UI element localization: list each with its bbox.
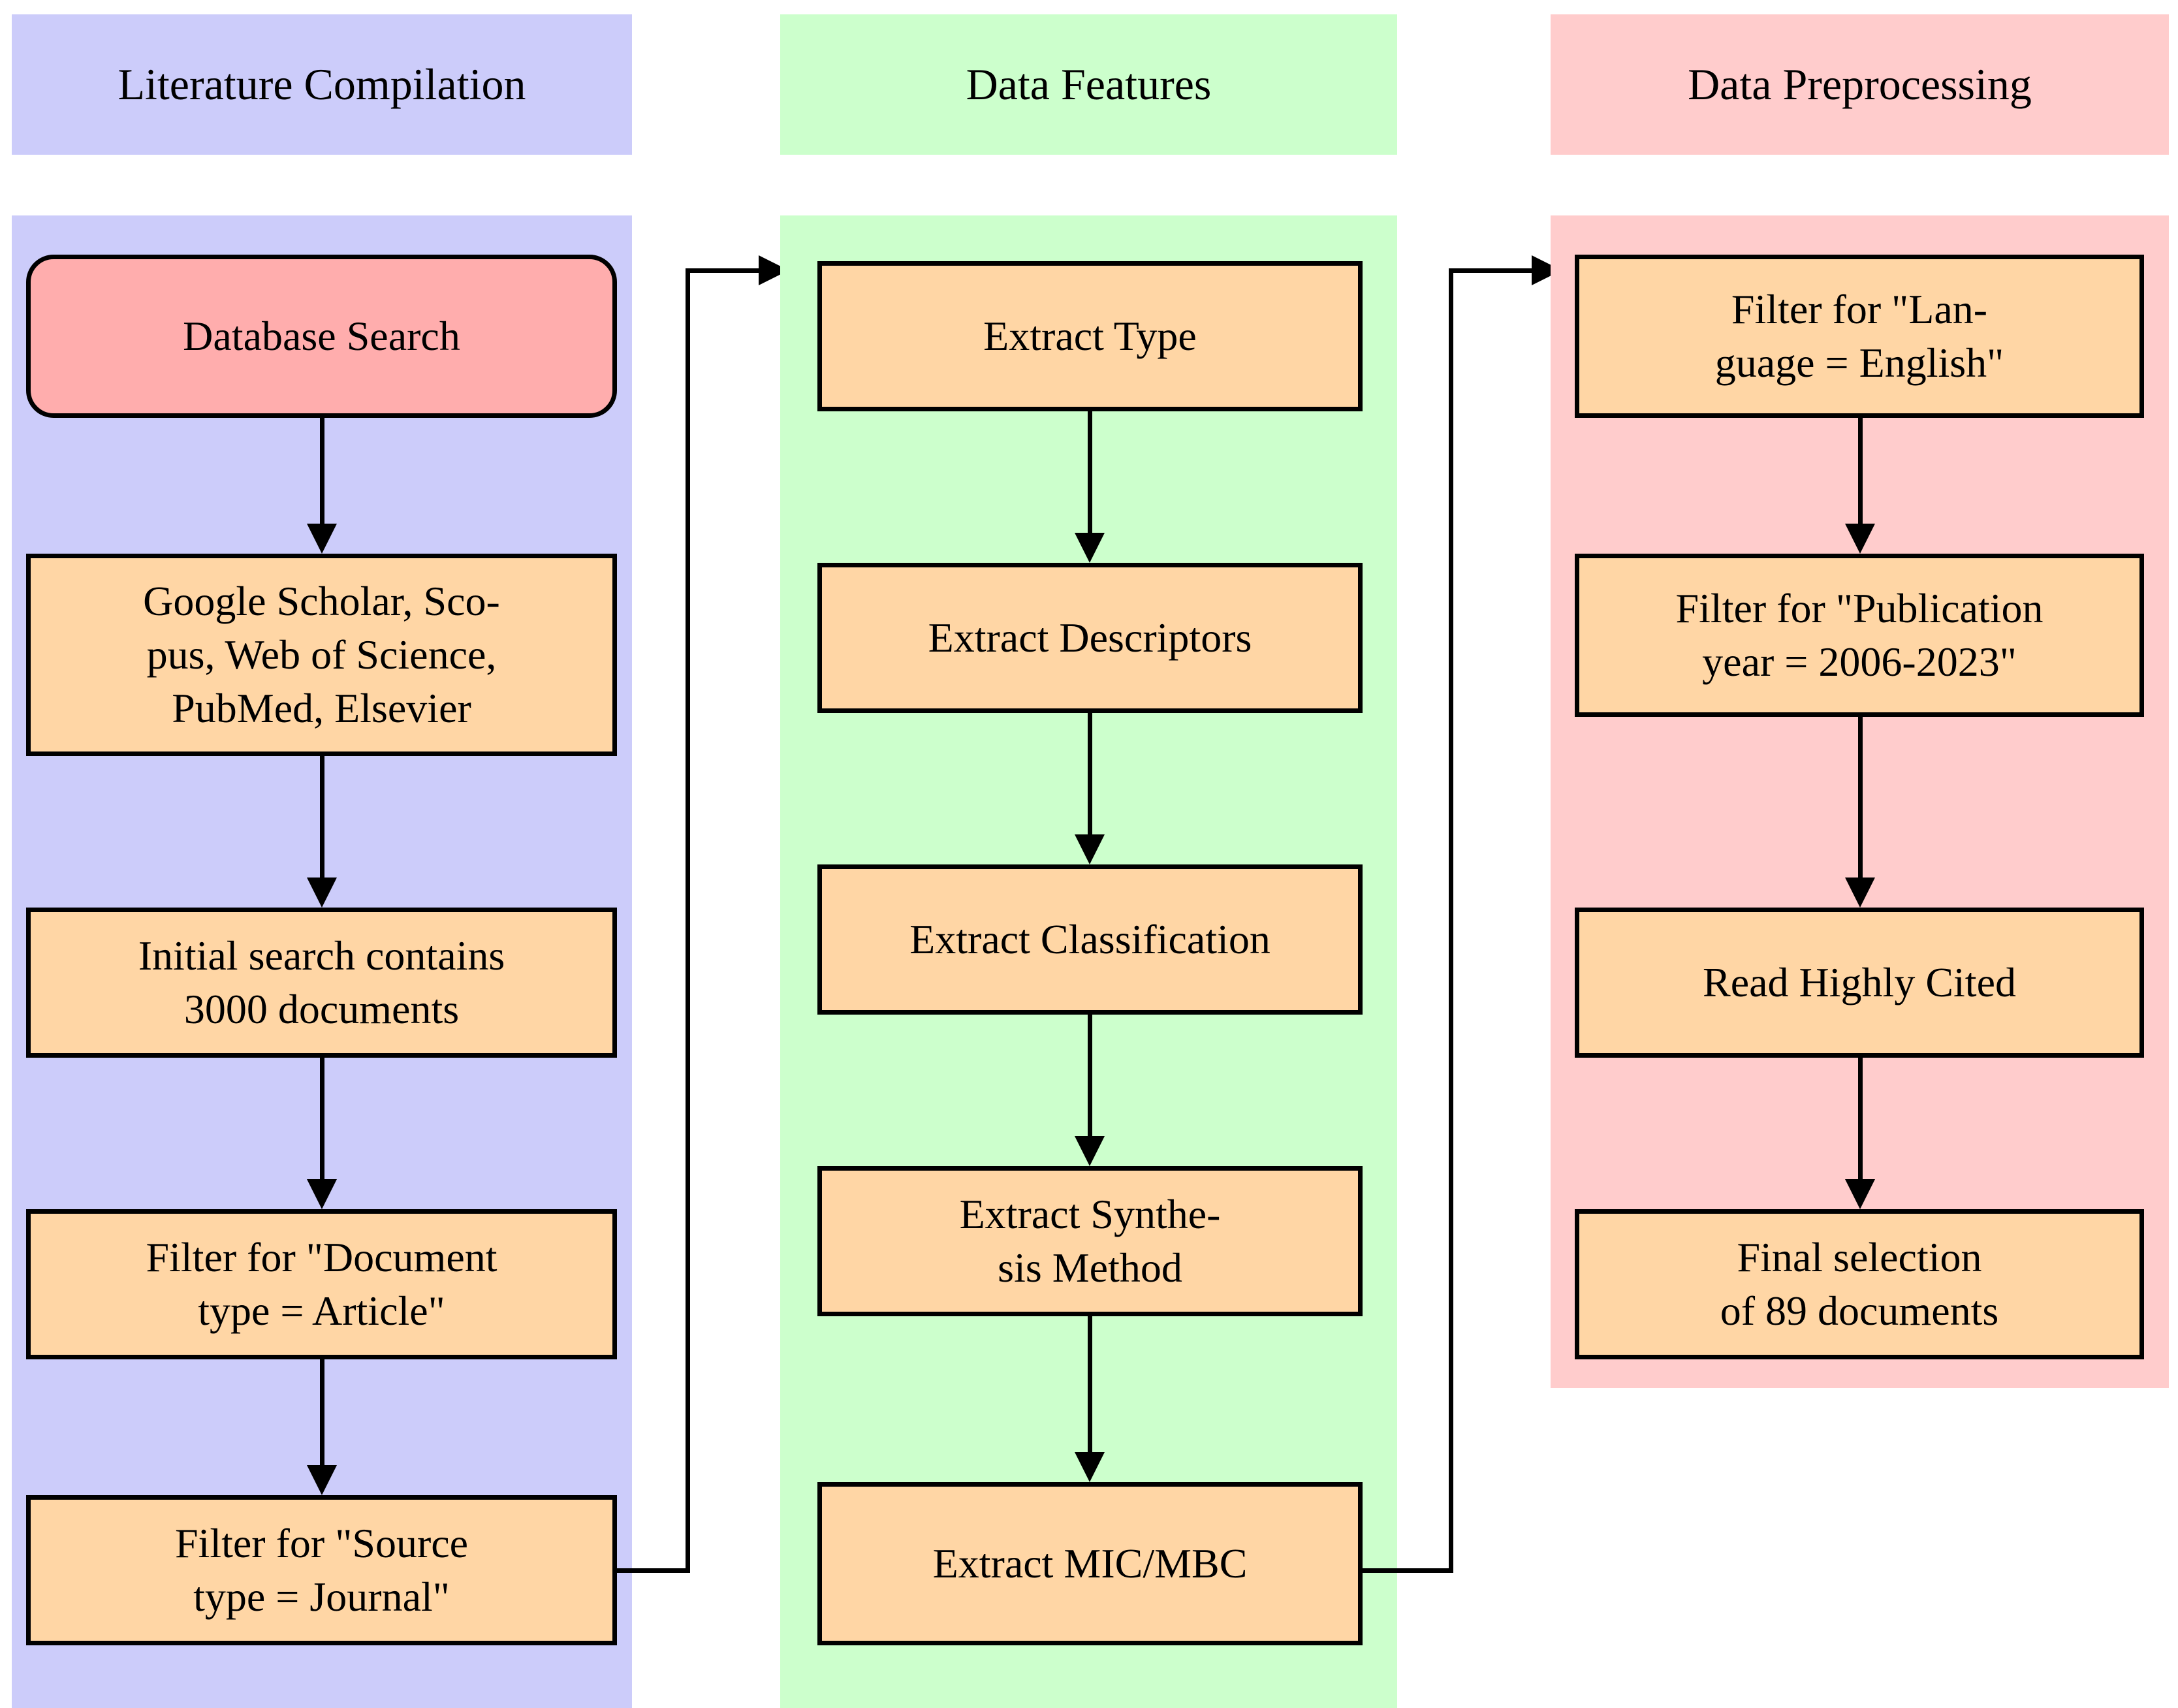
column-header-label: Literature Compilation	[118, 59, 526, 110]
node-label: Filter for "Lan- guage = English"	[1714, 286, 2004, 386]
node-label: Google Scholar, Sco- pus, Web of Science…	[143, 578, 500, 731]
node-label: Filter for "Source type = Journal"	[174, 1520, 469, 1620]
edge-e3-line	[320, 1058, 324, 1186]
node-filter-document-type[interactable]: Filter for "Document type = Article"	[26, 1209, 617, 1359]
edge-e6-line	[1088, 411, 1092, 539]
node-label: Initial search contains 3000 documents	[138, 932, 505, 1032]
edge-e7-arrowhead	[1075, 834, 1105, 864]
node-read-highly-cited[interactable]: Read Highly Cited	[1575, 908, 2144, 1058]
node-database-search[interactable]: Database Search	[26, 255, 617, 418]
node-label: Extract Classification	[909, 916, 1270, 963]
node-extract-descriptors[interactable]: Extract Descriptors	[817, 563, 1363, 713]
edge-e13-arrowhead	[1845, 1179, 1875, 1209]
edge-e4-line	[320, 1359, 324, 1472]
edge-e11-line	[1858, 418, 1863, 530]
edge-e9-arrowhead	[1075, 1452, 1105, 1482]
node-label: Filter for "Publication year = 2006-2023…	[1675, 585, 2044, 685]
edge-e9-line	[1088, 1316, 1092, 1459]
node-label: Filter for "Document type = Article"	[146, 1234, 497, 1334]
edge-e5-segment-horizontal-out	[617, 1568, 690, 1573]
edge-e5-segment-vertical	[686, 268, 690, 1573]
edge-e1-line	[320, 418, 324, 530]
node-filter-language[interactable]: Filter for "Lan- guage = English"	[1575, 255, 2144, 418]
edge-e7-line	[1088, 713, 1092, 841]
node-extract-type[interactable]: Extract Type	[817, 261, 1363, 411]
edge-e10-segment-horizontal-out	[1362, 1568, 1453, 1573]
edge-e3-arrowhead	[307, 1179, 337, 1209]
node-extract-synthesis-method[interactable]: Extract Synthe- sis Method	[817, 1166, 1363, 1316]
edge-e2-line	[320, 756, 324, 884]
node-filter-source-type[interactable]: Filter for "Source type = Journal"	[26, 1495, 617, 1645]
node-label: Extract MIC/MBC	[932, 1540, 1248, 1587]
node-filter-publication-year[interactable]: Filter for "Publication year = 2006-2023…	[1575, 554, 2144, 717]
edge-e2-arrowhead	[307, 878, 337, 908]
column-header-label: Data Features	[966, 59, 1212, 110]
edge-e6-arrowhead	[1075, 533, 1105, 563]
column-header-data-features: Data Features	[780, 14, 1397, 155]
edge-e10-segment-horizontal-in	[1449, 268, 1563, 273]
node-label: Extract Synthe- sis Method	[959, 1191, 1221, 1291]
edge-e4-arrowhead	[307, 1465, 337, 1495]
node-initial-search-count[interactable]: Initial search contains 3000 documents	[26, 908, 617, 1058]
edge-e8-line	[1088, 1015, 1092, 1143]
column-header-label: Data Preprocessing	[1688, 59, 2032, 110]
node-label: Database Search	[183, 313, 460, 360]
edge-e13-line	[1858, 1058, 1863, 1186]
column-header-literature-compilation: Literature Compilation	[12, 14, 632, 155]
node-label: Final selection of 89 documents	[1720, 1234, 1999, 1334]
column-header-data-preprocessing: Data Preprocessing	[1551, 14, 2169, 155]
edge-e8-arrowhead	[1075, 1136, 1105, 1166]
edge-e10-segment-vertical	[1449, 268, 1453, 1573]
node-final-selection[interactable]: Final selection of 89 documents	[1575, 1209, 2144, 1359]
node-label: Extract Descriptors	[928, 614, 1252, 661]
edge-e11-arrowhead	[1845, 524, 1875, 554]
node-extract-classification[interactable]: Extract Classification	[817, 864, 1363, 1015]
node-label: Extract Type	[983, 313, 1197, 360]
edge-e5-segment-horizontal-in	[686, 268, 790, 273]
node-extract-mic-mbc[interactable]: Extract MIC/MBC	[817, 1482, 1363, 1645]
edge-e1-arrowhead	[307, 524, 337, 554]
node-label: Read Highly Cited	[1703, 959, 2016, 1006]
node-databases-list[interactable]: Google Scholar, Sco- pus, Web of Science…	[26, 554, 617, 756]
edge-e12-line	[1858, 717, 1863, 884]
edge-e12-arrowhead	[1845, 878, 1875, 908]
